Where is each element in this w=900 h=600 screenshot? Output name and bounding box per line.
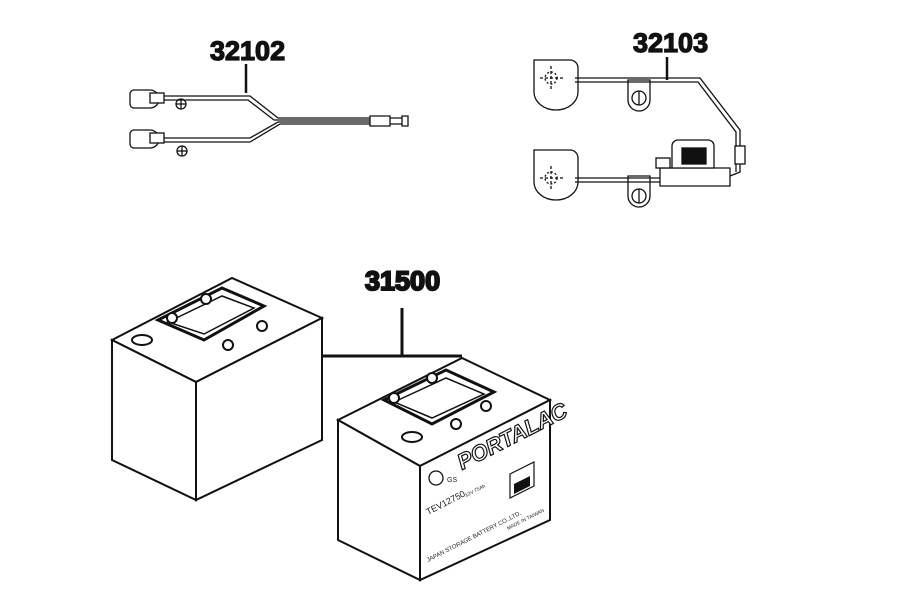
batteries-31500: 31500 <box>109 265 573 582</box>
battery-front: GS PORTALAC TEV12750 12V 75Ah JAPAN STOR… <box>335 356 573 582</box>
harness-wires <box>164 95 409 143</box>
ring-terminal-lower-32103 <box>627 175 651 208</box>
ring-terminal-lower <box>129 129 188 157</box>
part-label-31500: 31500 <box>365 266 440 296</box>
fuse-holder <box>655 139 731 187</box>
terminal-cover-lower <box>533 149 579 201</box>
battery-rear-posts <box>166 293 268 351</box>
logo-text: GS <box>447 477 457 484</box>
warning-label <box>509 461 535 499</box>
part-label-32102: 32102 <box>210 36 285 66</box>
battery-front-posts <box>388 372 492 430</box>
ring-terminal-upper-32103 <box>627 79 651 112</box>
terminal-cover-upper <box>533 59 579 111</box>
part-label-32103: 32103 <box>633 28 708 58</box>
harness-32102: 32102 <box>129 35 409 157</box>
harness-wires-32103 <box>575 77 746 183</box>
ring-terminal-upper <box>129 89 187 110</box>
battery-rear <box>109 276 325 502</box>
gs-logo <box>428 470 444 486</box>
harness-32103: 32103 <box>533 27 746 208</box>
